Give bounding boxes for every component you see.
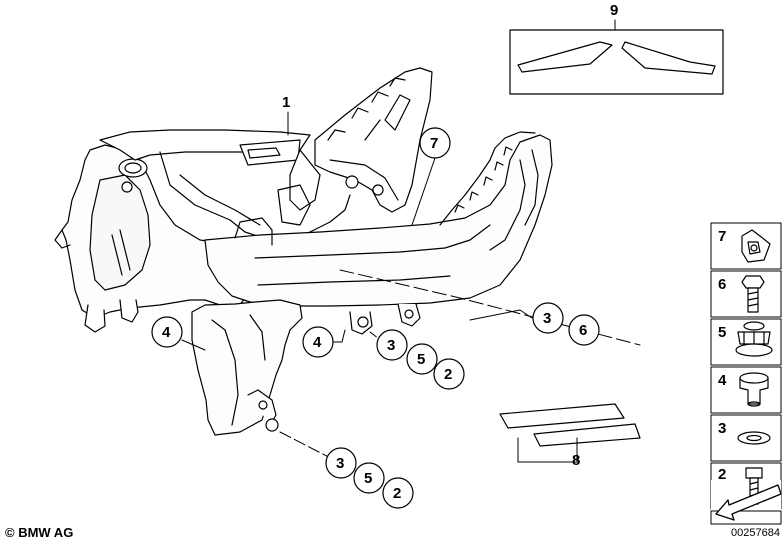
hex-bolt-icon [741, 275, 765, 313]
washer-icon [737, 431, 771, 445]
callout-7: 7 [430, 135, 439, 152]
legend-number-2: 2 [718, 466, 727, 483]
callout-5: 5 [417, 351, 426, 368]
callout-9: 9 [610, 2, 619, 19]
document-number: 00257684 [731, 527, 780, 539]
bushing-icon [739, 372, 769, 407]
main-frame [54, 67, 641, 346]
legend-number-7: 7 [718, 228, 727, 245]
strips-8 [499, 403, 641, 447]
callout-4: 4 [162, 324, 171, 341]
callout-6: 6 [579, 322, 588, 339]
callout-1: 1 [282, 94, 291, 111]
callout-4: 4 [313, 334, 322, 351]
callout-circles [151, 127, 600, 509]
arrow-icon [715, 484, 782, 521]
legend-number-6: 6 [718, 276, 727, 293]
leader-lines [181, 19, 616, 469]
callout-3: 3 [336, 455, 345, 472]
legend-number-4: 4 [718, 372, 727, 389]
left-bracket [191, 299, 303, 436]
callout-2: 2 [444, 366, 453, 383]
socket-screw-icon [745, 467, 763, 505]
collar-nut-icon [735, 321, 773, 357]
callout-2: 2 [393, 485, 402, 502]
clip-nut-icon [741, 229, 771, 263]
callout-5: 5 [364, 470, 373, 487]
callout-3: 3 [387, 337, 396, 354]
copyright-label: © BMW AG [5, 525, 74, 540]
callout-3: 3 [543, 310, 552, 327]
legend-number-3: 3 [718, 420, 727, 437]
legend-number-5: 5 [718, 324, 727, 341]
callout-8: 8 [572, 452, 581, 469]
pad-set-9 [509, 29, 724, 95]
